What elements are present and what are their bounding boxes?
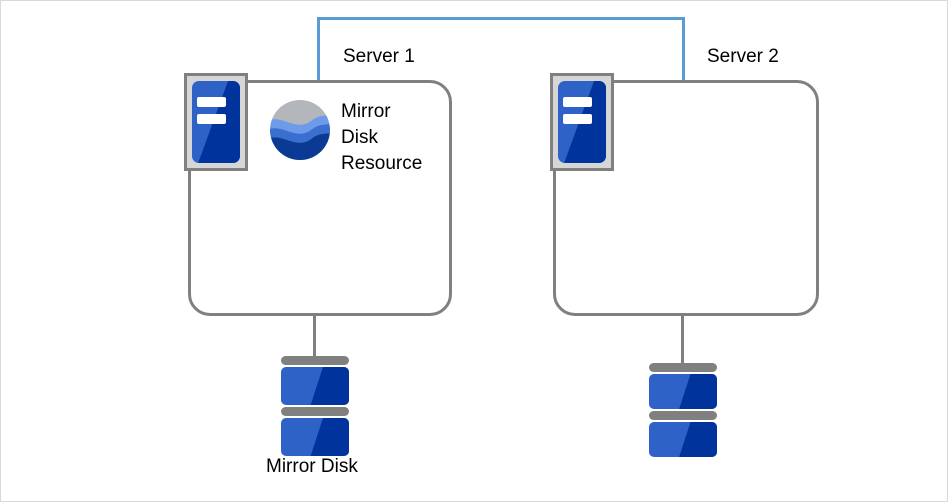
server-chassis-slot-bottom: [197, 113, 227, 125]
disk-platter-cap: [281, 356, 349, 365]
server-2-box: [553, 80, 819, 316]
server-chassis-body: [558, 81, 606, 163]
server-chassis-slot-top: [197, 96, 227, 108]
server-2-disk-connector: [681, 315, 684, 367]
mirror-disk-resource-line-3: Resource: [341, 153, 423, 174]
disk-platter: [281, 367, 349, 405]
server-chassis-slot-bottom: [563, 113, 593, 125]
disk-platter-shade: [649, 422, 717, 457]
disk-platter-cap: [649, 411, 717, 420]
server-chassis-slot-top: [563, 96, 593, 108]
disk-platter: [281, 418, 349, 456]
mirror-disk-label: Mirror Disk: [266, 456, 358, 477]
mirror-disk-resource-globe-icon: [270, 100, 330, 160]
server-chassis-body: [192, 81, 240, 163]
disk-platter-shade: [281, 367, 349, 405]
mirror-disk-resource-line-2: Disk: [341, 127, 378, 148]
disk-platter-shade: [281, 418, 349, 456]
mirror-disk-resource-label: Mirror Disk Resource: [341, 99, 422, 177]
mirror-disk-resource-line-1: Mirror: [341, 101, 391, 122]
interconnect-line-top: [317, 17, 685, 20]
server-chassis-icon: [550, 73, 614, 171]
disk-platter-shade: [649, 374, 717, 409]
server-chassis-icon: [184, 73, 248, 171]
server-1-disk-connector: [313, 315, 316, 360]
interconnect-line-left: [317, 17, 320, 80]
disk-stack-icon: [281, 356, 349, 458]
disk-platter-cap: [649, 363, 717, 372]
disk-platter: [649, 374, 717, 409]
server-2-label: Server 2: [707, 46, 779, 67]
disk-platter-cap: [281, 407, 349, 416]
server-1-label: Server 1: [343, 46, 415, 67]
disk-stack-icon: [649, 363, 717, 459]
disk-platter: [649, 422, 717, 457]
interconnect-line-right: [682, 17, 685, 80]
